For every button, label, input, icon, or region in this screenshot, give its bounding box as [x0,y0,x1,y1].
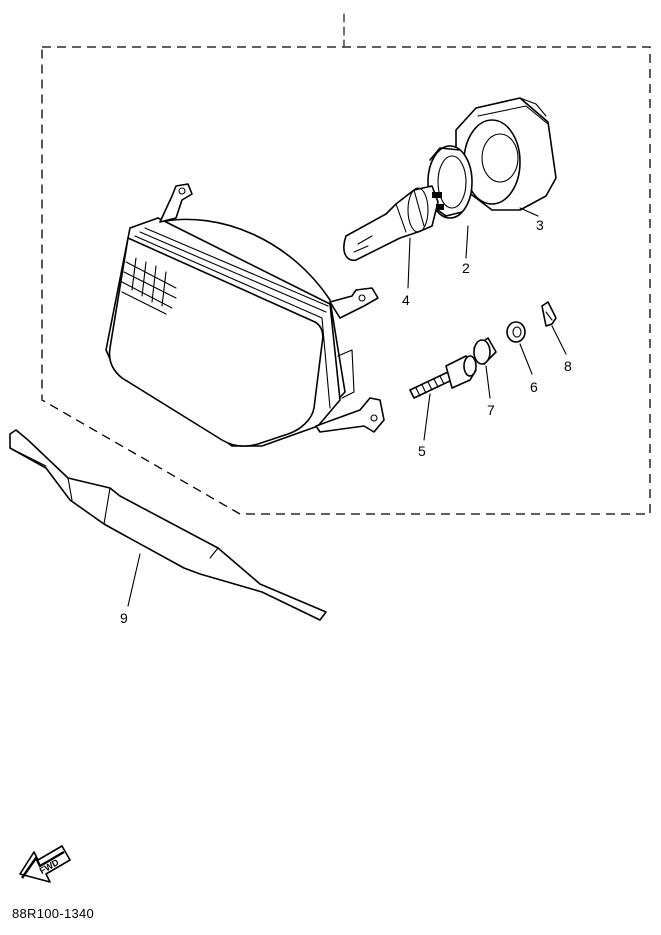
assembly-boundary [41,46,651,515]
headlight-bulb [343,185,444,262]
headlight-unit [105,183,385,447]
collar [473,337,497,365]
part-number-4: 4 [402,292,410,308]
part-number-3: 3 [536,217,544,233]
socket-cover [455,97,557,211]
washer [506,321,526,343]
bulb-holder [427,145,473,219]
part-number-6: 6 [530,379,538,395]
part-number-7: 7 [487,402,495,418]
drawing-code: 88R100-1340 [12,906,95,921]
part-number-9: 9 [120,610,128,626]
part-number-5: 5 [418,443,426,459]
part-number-8: 8 [564,358,572,374]
adjusting-screw [409,355,477,399]
mounting-strip [9,429,327,621]
part-number-2: 2 [462,260,470,276]
fwd-arrow-icon: FWD [19,845,71,883]
leader-lines [127,207,567,607]
clip [541,301,557,327]
